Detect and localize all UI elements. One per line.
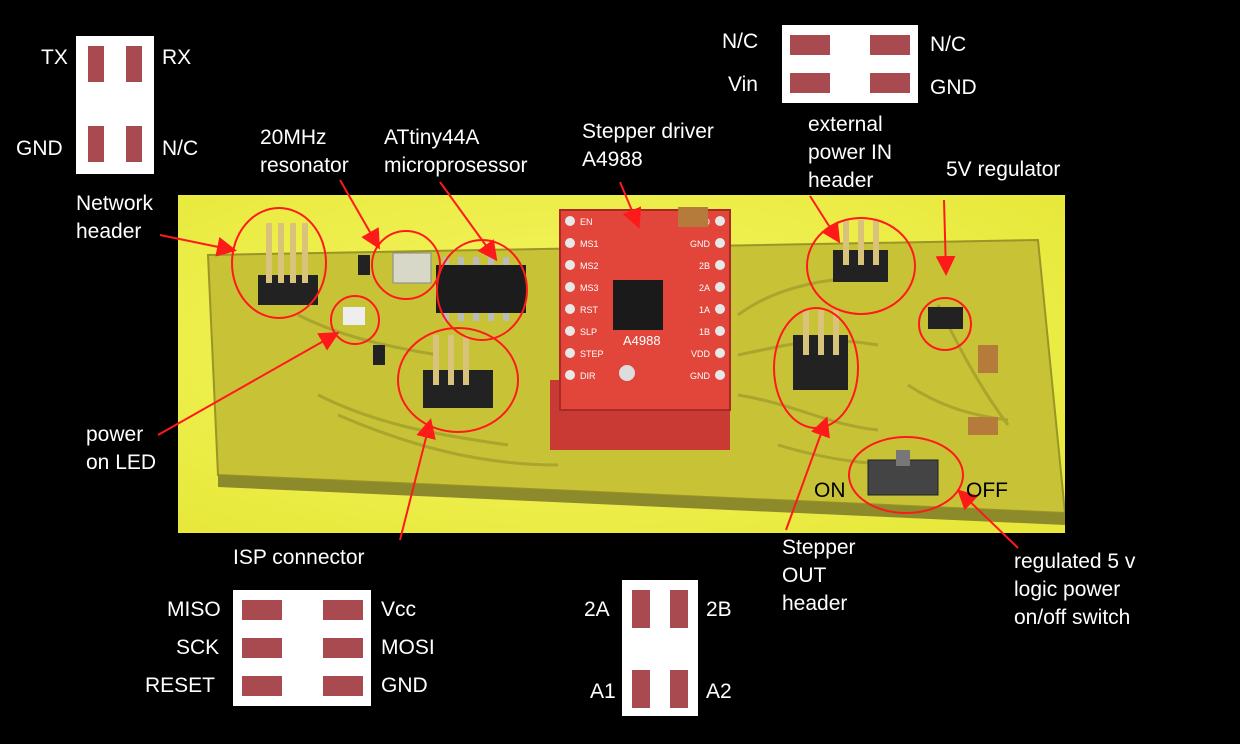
pin-pad [126,46,142,82]
switch-label: regulated 5 v logic power on/off switch [1014,550,1136,629]
pin-pad [242,600,282,620]
driver-pin-label: SLP [580,327,597,337]
switch-on-label: ON [814,479,846,502]
stepper-pin-a1: A1 [590,680,616,703]
isp-pin-mosi: MOSI [381,636,435,659]
isp-pin-reset: RESET [145,674,216,697]
power-pin-nc-left: N/C [722,30,759,53]
driver-pin-label: RST [580,305,599,315]
pin-pad [870,35,910,55]
driver-pin-hole [715,260,725,270]
driver-pin-hole [715,304,725,314]
driver-pin-label: MS1 [580,239,599,249]
chip-silkscreen: A4988 [623,333,661,348]
pin-pad [323,638,363,658]
isp-connector-label: ISP connector [233,546,365,569]
resonator-part [392,252,432,284]
driver-pin-label: 2B [699,261,710,271]
pin-pad [870,73,910,93]
network-pin-nc: N/C [162,137,199,160]
pin-pad [323,600,363,620]
regulator-label: 5V regulator [946,158,1061,181]
driver-pin-label: STEP [580,349,604,359]
driver-pin-label: DIR [580,371,596,381]
driver-pin-hole [715,348,725,358]
driver-pin-hole [715,370,725,380]
pin-pad [323,676,363,696]
driver-pin-label: 1A [699,305,710,315]
pin-pad [632,590,650,628]
driver-pin-hole [565,326,575,336]
network-header-label: Network header [76,192,154,243]
isp-pin-sck: SCK [176,636,220,659]
stepper-out-label: Stepper OUT header [782,536,856,615]
led-part [343,307,365,325]
pin-pad [632,670,650,708]
stepper-pinout-diagram [622,580,698,716]
driver-pin-hole [715,282,725,292]
driver-pin-label: 2A [699,283,710,293]
network-pin-gnd: GND [16,137,63,160]
pin-pad [88,126,104,162]
driver-pin-hole [565,370,575,380]
driver-pin-label: MS2 [580,261,599,271]
pin-pad [242,638,282,658]
resonator-label: 20MHz resonator [260,126,349,177]
power-pin-gnd: GND [930,76,977,99]
stepper-pin-2a: 2A [584,598,610,621]
power-pin-nc-right: N/C [930,33,967,56]
driver-pin-label: GND [690,371,711,381]
driver-pin-hole [715,238,725,248]
driver-pin-hole [715,216,725,226]
pin-pad [126,126,142,162]
driver-pin-hole [565,348,575,358]
pin-pad [242,676,282,696]
external-power-label: external power IN header [808,113,893,192]
power-pinout-diagram [782,25,918,103]
driver-pin-hole [565,216,575,226]
microprocessor-label: ATtiny44A microprosessor [384,126,528,177]
driver-pin-label: 1B [699,327,710,337]
driver-pin-label: GND [690,239,711,249]
regulator-part [928,307,963,329]
isp-pin-miso: MISO [167,598,221,621]
stepper-pin-a2: A2 [706,680,732,703]
driver-pin-label: EN [580,217,593,227]
power-led-label: power on LED [86,423,157,474]
driver-pin-label: VDD [691,349,711,359]
pin-pad [670,670,688,708]
switch-off-label: OFF [966,479,1008,502]
driver-pin-hole [715,326,725,336]
pin-pad [670,590,688,628]
driver-pin-hole [565,282,575,292]
network-pin-rx: RX [162,46,192,69]
stepper-driver-label: Stepper driver A4988 [582,120,714,171]
driver-pin-label: MS3 [580,283,599,293]
network-pinout-diagram [76,36,154,174]
pin-pad [88,46,104,82]
driver-pin-hole [565,260,575,270]
power-pin-vin: Vin [728,73,758,96]
pin-pad [790,35,830,55]
isp-pinout-diagram [233,590,371,706]
isp-pin-vcc: Vcc [381,598,417,621]
network-pin-tx: TX [41,46,68,69]
isp-pin-gnd: GND [381,674,428,697]
pin-pad [790,73,830,93]
driver-pin-hole [565,304,575,314]
driver-pin-hole [565,238,575,248]
microcontroller-part [436,257,526,321]
stepper-pin-2b: 2B [706,598,732,621]
